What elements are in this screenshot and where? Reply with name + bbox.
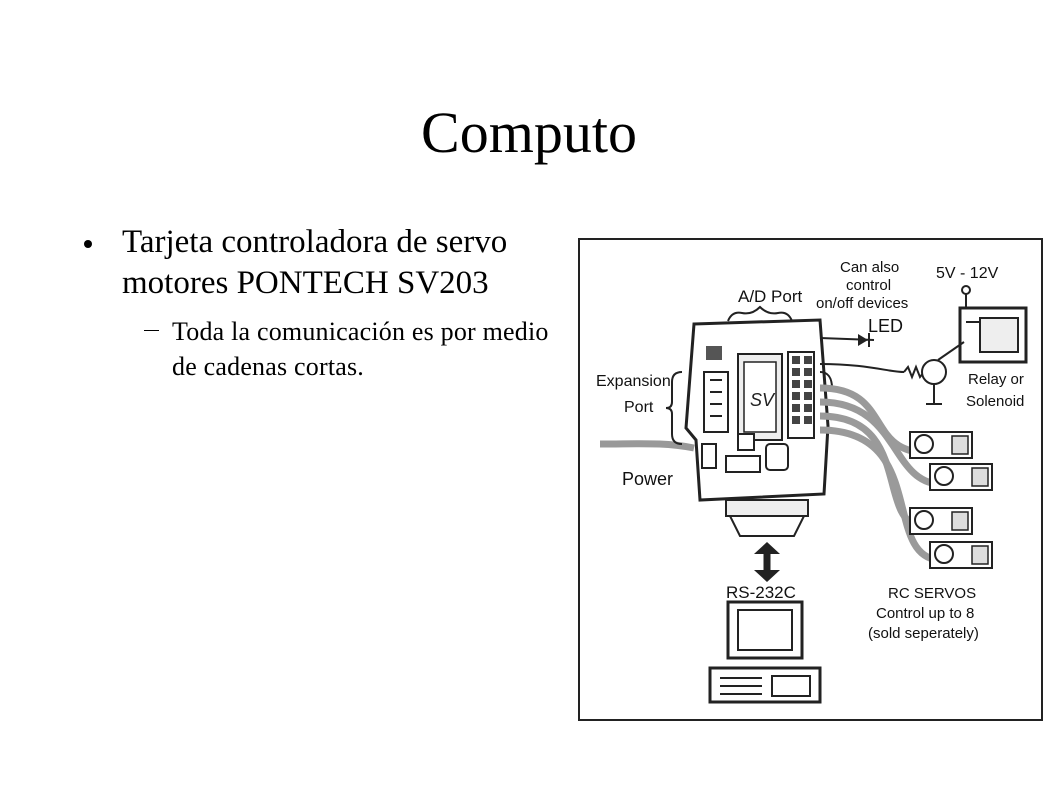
- servo-controller-diagram: A/D Port SV Power: [578, 238, 1043, 721]
- svg-text:SV: SV: [750, 390, 776, 410]
- diagram-svg: A/D Port SV Power: [578, 238, 1043, 721]
- bullet-list: Tarjeta controladora de servo motores PO…: [84, 222, 554, 384]
- servo-cable: [819, 426, 939, 564]
- rs232-label: RS-232C: [726, 583, 796, 602]
- bidirectional-arrow-icon: [754, 542, 780, 582]
- servo-icon: [909, 431, 973, 459]
- ad-port-label: A/D Port: [738, 287, 803, 306]
- dash-icon: [144, 330, 159, 331]
- bullet-text: Tarjeta controladora de servo motores PO…: [122, 224, 508, 301]
- power-label: Power: [622, 469, 673, 489]
- servos-label-line2: Control up to 8: [876, 605, 974, 622]
- power-cable: [599, 440, 695, 452]
- transistor-icon: [819, 341, 965, 405]
- serial-connector-top: [725, 499, 809, 517]
- servo-icon: [929, 541, 993, 569]
- led-label: LED: [868, 316, 903, 336]
- expansion-label-line1: Expansion: [596, 373, 671, 390]
- servo-icon: [929, 463, 993, 491]
- bullet-dot-icon: [84, 240, 92, 248]
- can-also-line1: Can also: [840, 259, 899, 276]
- expansion-label-line2: Port: [624, 399, 654, 416]
- expansion-brace: [665, 371, 683, 445]
- servo-icon: [909, 507, 973, 535]
- servo-cable: [819, 398, 939, 488]
- sub-bullet-item: Toda la comunicación es por medio de cad…: [84, 314, 554, 384]
- relay-label-line2: Solenoid: [966, 393, 1024, 410]
- serial-connector-body: [728, 515, 806, 537]
- slide-title: Computo: [421, 100, 637, 165]
- can-also-line2: control: [846, 277, 891, 294]
- ad-port-brace: [727, 305, 793, 322]
- servo-cable: [819, 384, 919, 456]
- servos-label-line1: RC SERVOS: [888, 585, 976, 602]
- relay-icon: [958, 285, 1028, 364]
- voltage-label: 5V - 12V: [936, 265, 999, 282]
- bullet-item: Tarjeta controladora de servo motores PO…: [84, 222, 554, 304]
- sub-bullet-text: Toda la comunicación es por medio de cad…: [172, 317, 549, 381]
- can-also-line3: on/off devices: [816, 295, 908, 312]
- relay-label-line1: Relay or: [968, 371, 1024, 388]
- computer-icon: [708, 600, 822, 704]
- led-icon: [819, 333, 875, 347]
- controller-board-icon: SV: [684, 318, 830, 502]
- servos-label-line3: (sold seperately): [868, 625, 979, 642]
